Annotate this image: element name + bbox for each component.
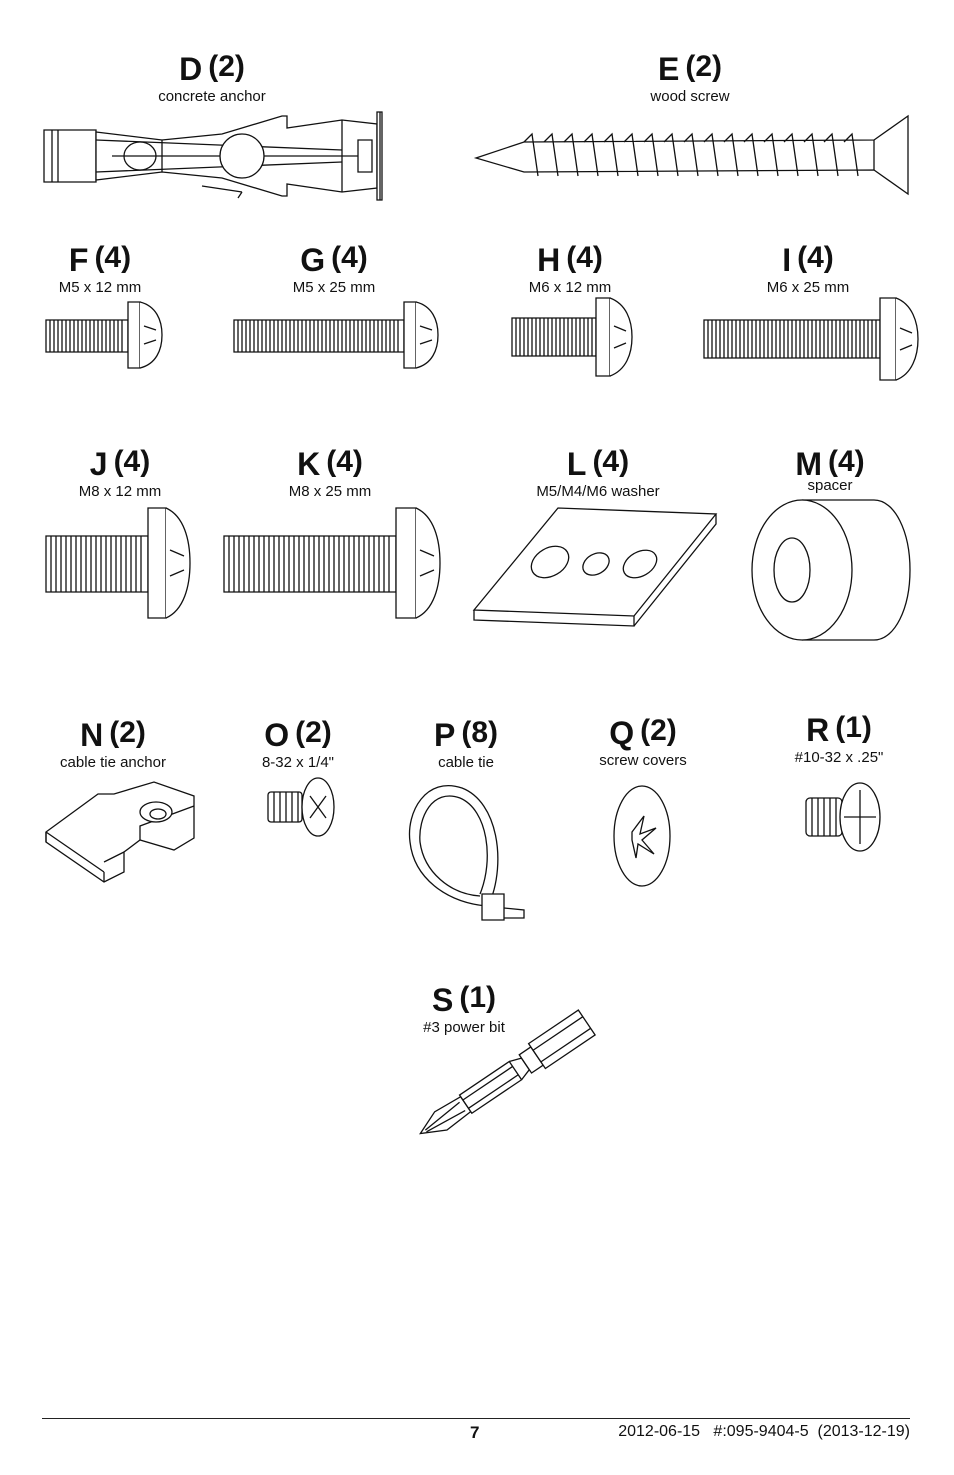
part-k-letter: K xyxy=(297,446,321,482)
part-o-label-group: O(2) 8-32 x 1/4" xyxy=(248,716,348,772)
part-l-label-group: L(4) M5/M4/M6 washer xyxy=(522,445,674,501)
machine-screw-icon xyxy=(44,506,194,620)
part-e-desc: wood screw xyxy=(650,88,730,105)
flat-head-screw-icon xyxy=(804,780,884,854)
part-e-qty: (2) xyxy=(685,50,722,83)
part-j-label-group: J(4) M8 x 12 mm xyxy=(58,445,182,501)
part-g-desc: M5 x 25 mm xyxy=(292,279,376,296)
part-g-label-group: G(4) M5 x 25 mm xyxy=(272,241,396,297)
part-p-desc: cable tie xyxy=(438,754,494,771)
wood-screw-icon xyxy=(474,112,914,198)
machine-screw-icon xyxy=(702,296,920,382)
part-n-qty: (2) xyxy=(109,716,146,749)
footer-divider xyxy=(42,1418,910,1419)
flat-head-screw-icon xyxy=(266,776,338,838)
part-r-qty: (1) xyxy=(835,711,872,744)
part-d-desc: concrete anchor xyxy=(158,88,266,105)
part-e-letter: E xyxy=(657,51,680,87)
part-l-desc: M5/M4/M6 washer xyxy=(536,483,660,500)
page-number: 7 xyxy=(470,1423,480,1442)
part-q-label-group: Q(2) screw covers xyxy=(588,714,698,770)
cable-tie-anchor-icon xyxy=(44,780,198,884)
part-r-desc: #10-32 x .25" xyxy=(794,749,884,766)
part-s-label-group: S(1) #3 power bit xyxy=(412,981,516,1037)
part-g-letter: G xyxy=(300,242,326,278)
part-o-desc: 8-32 x 1/4" xyxy=(261,754,335,771)
part-j-desc: M8 x 12 mm xyxy=(78,483,162,500)
part-r-letter: R xyxy=(806,712,830,748)
part-q-desc: screw covers xyxy=(599,752,687,769)
part-h-desc: M6 x 12 mm xyxy=(528,279,612,296)
part-f-desc: M5 x 12 mm xyxy=(58,279,142,296)
spacer-icon xyxy=(750,498,914,644)
footer-info: 2012-06-15 #:095-9404-5 (2013-12-19) xyxy=(618,1423,910,1441)
part-s-desc: #3 power bit xyxy=(423,1019,505,1036)
footer-doc-number: #:095-9404-5 xyxy=(713,1423,809,1440)
part-g-qty: (4) xyxy=(331,241,368,274)
part-q-qty: (2) xyxy=(640,714,677,747)
part-p-letter: P xyxy=(433,717,456,753)
part-h-letter: H xyxy=(537,242,561,278)
part-s-letter: S xyxy=(431,982,454,1018)
part-n-label-group: N(2) cable tie anchor xyxy=(48,716,178,772)
part-d-label-group: D(2) concrete anchor xyxy=(142,50,282,106)
power-bit-icon xyxy=(398,1012,608,1146)
concrete-anchor-icon xyxy=(42,110,387,202)
part-j-letter: J xyxy=(89,446,108,482)
part-i-desc: M6 x 25 mm xyxy=(766,279,850,296)
part-d-letter: D xyxy=(179,51,203,87)
part-k-qty: (4) xyxy=(326,445,363,478)
part-i-letter: I xyxy=(782,242,792,278)
part-r-label-group: R(1) #10-32 x .25" xyxy=(780,711,898,767)
part-e-label-group: E(2) wood screw xyxy=(620,50,760,106)
part-h-qty: (4) xyxy=(566,241,603,274)
part-f-letter: F xyxy=(68,242,89,278)
part-o-qty: (2) xyxy=(295,716,332,749)
part-q-letter: Q xyxy=(609,715,635,751)
part-p-label-group: P(8) cable tie xyxy=(418,716,514,772)
footer-revision: (2013-12-19) xyxy=(817,1423,911,1440)
part-f-label-group: F(4) M5 x 12 mm xyxy=(40,241,160,297)
footer-date: 2012-06-15 xyxy=(618,1423,701,1440)
part-n-desc: cable tie anchor xyxy=(60,754,166,771)
machine-screw-icon xyxy=(222,506,444,620)
part-m-label-group: M(4) spacer xyxy=(768,445,892,495)
part-m-desc: spacer xyxy=(807,477,853,494)
part-i-qty: (4) xyxy=(797,241,834,274)
part-k-label-group: K(4) M8 x 25 mm xyxy=(268,445,392,501)
part-p-qty: (8) xyxy=(461,716,498,749)
part-m-qty: (4) xyxy=(827,445,865,478)
machine-screw-icon xyxy=(44,300,166,370)
part-f-qty: (4) xyxy=(94,241,132,274)
machine-screw-icon xyxy=(232,300,442,370)
part-o-letter: O xyxy=(264,717,290,753)
part-l-letter: L xyxy=(566,446,587,482)
part-i-label-group: I(4) M6 x 25 mm xyxy=(746,241,870,297)
part-m-letter: M xyxy=(795,446,822,482)
screw-cover-icon xyxy=(610,782,674,890)
part-k-desc: M8 x 25 mm xyxy=(288,483,372,500)
part-l-qty: (4) xyxy=(592,445,630,478)
part-s-qty: (1) xyxy=(459,981,496,1014)
machine-screw-icon xyxy=(510,296,636,378)
cable-tie-icon xyxy=(406,782,530,930)
part-h-label-group: H(4) M6 x 12 mm xyxy=(508,241,632,297)
washer-plate-icon xyxy=(472,506,720,626)
part-j-qty: (4) xyxy=(113,445,151,478)
part-n-letter: N xyxy=(80,717,104,753)
part-d-qty: (2) xyxy=(208,50,245,83)
